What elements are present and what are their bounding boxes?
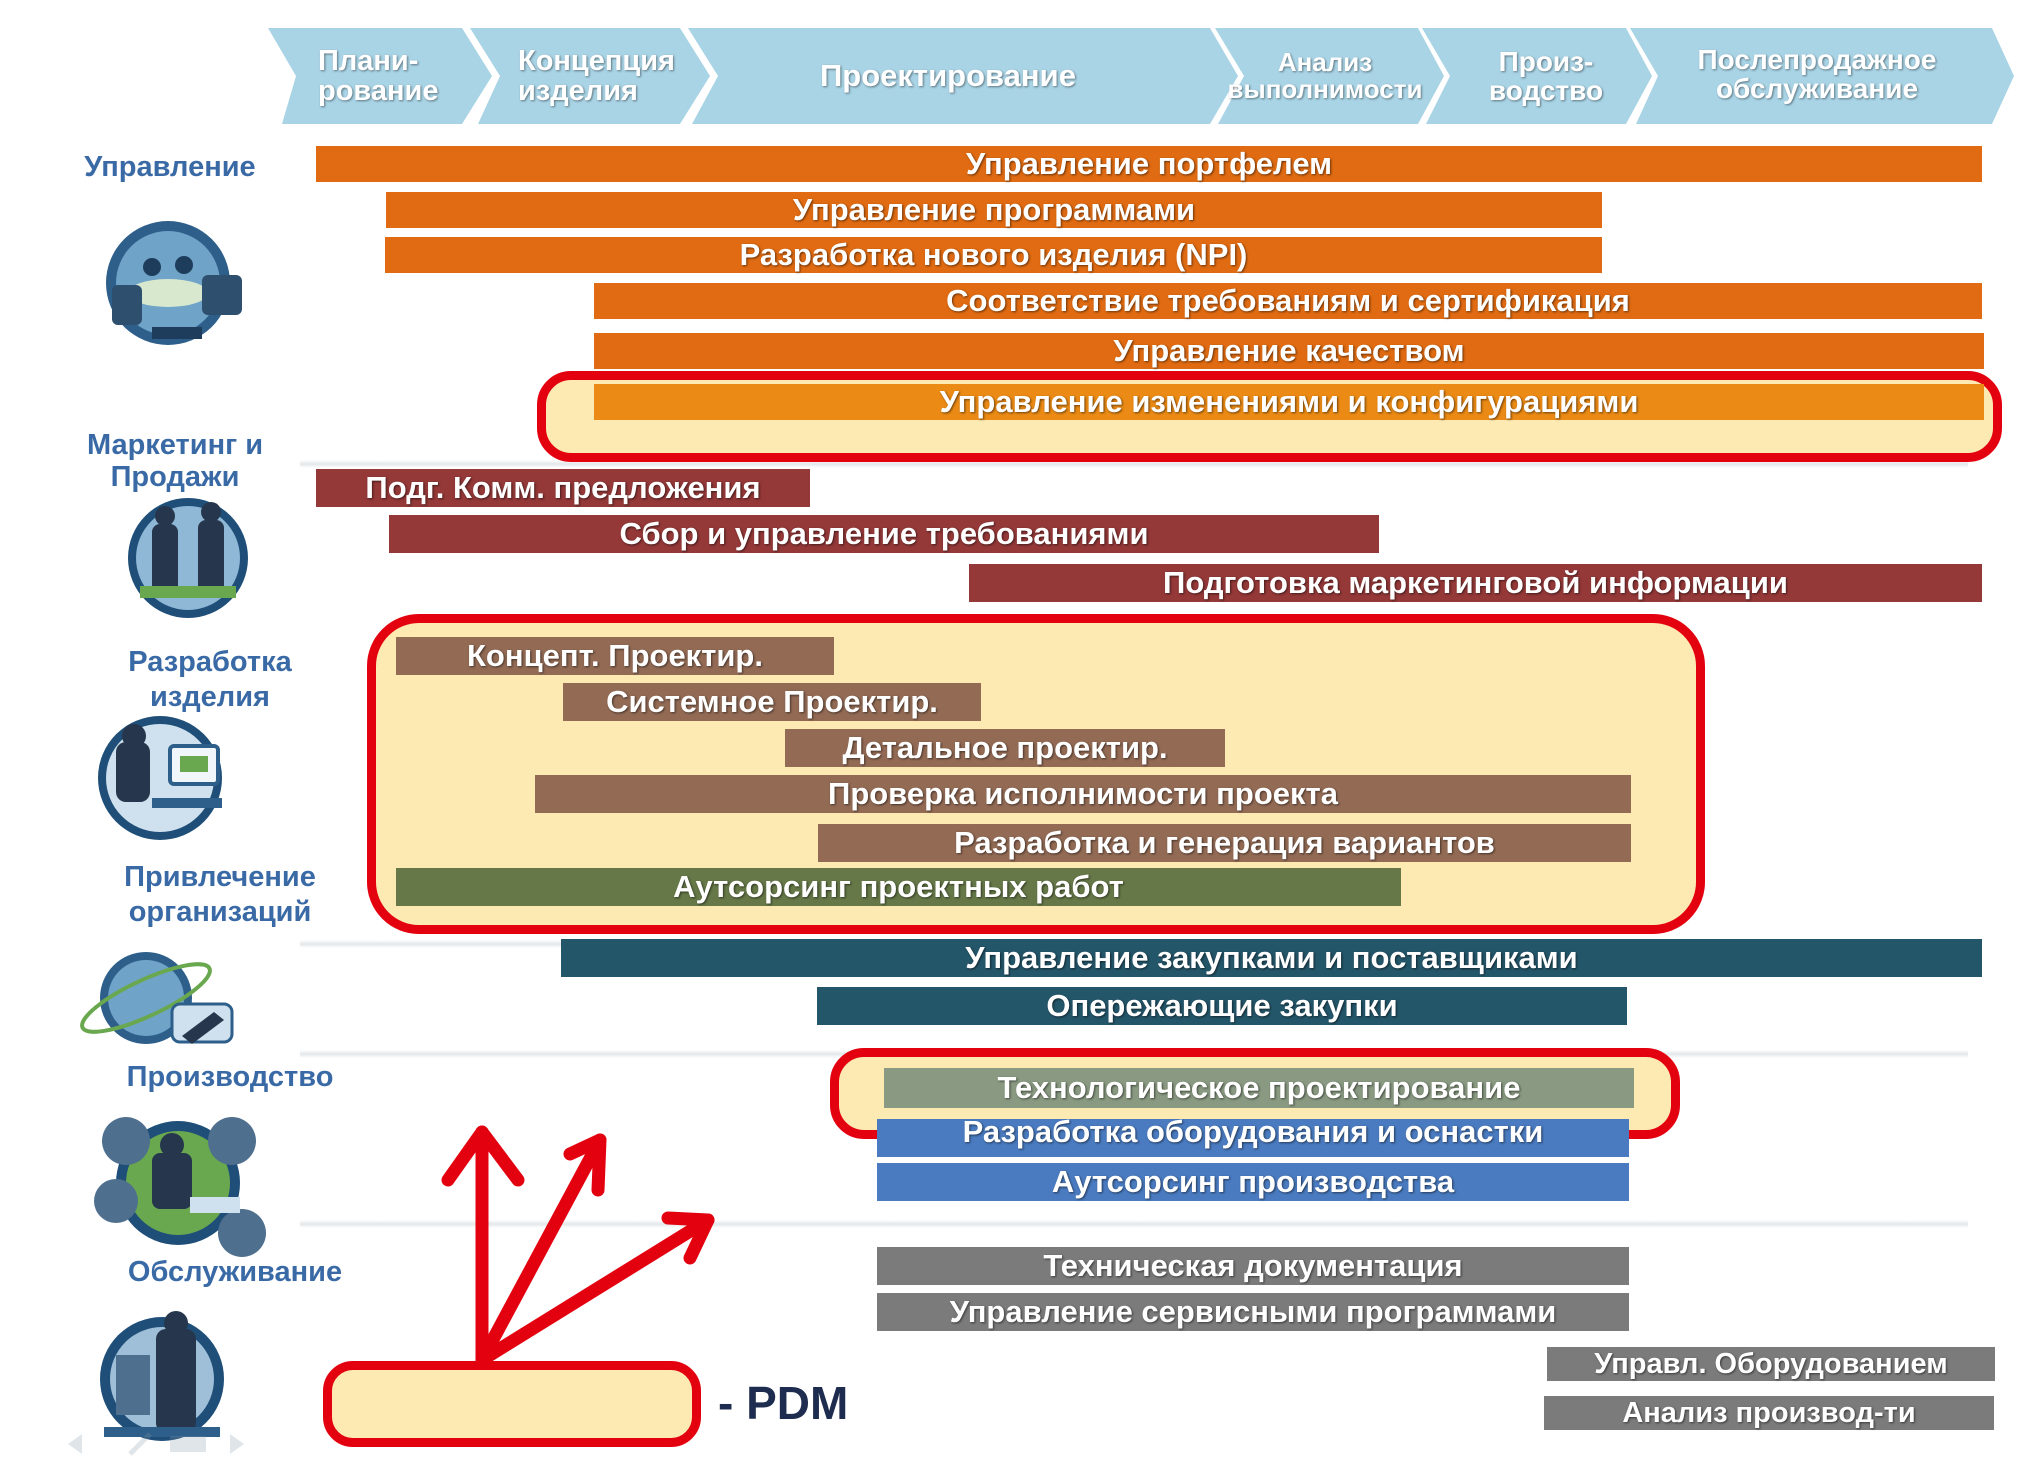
bar-system-design: Системное Проектир. (563, 683, 981, 721)
bar-equipment-management: Управл. Оборудованием (1547, 1347, 1995, 1381)
bar-advance-procurement: Опережающие закупки (817, 987, 1627, 1025)
business-handshake-icon (122, 490, 262, 620)
bar-technical-documentation: Техническая документация (877, 1247, 1629, 1285)
category-label-partner-engagement: Привлечение организаций (100, 860, 340, 930)
category-label-management: Управление (60, 150, 280, 185)
bar-program-management: Управление программами (386, 192, 1602, 228)
bar-compliance-certification: Соответствие требованиям и сертификация (594, 283, 1982, 319)
factory-globe-icon (92, 1113, 272, 1263)
bar-process-planning: Технологическое проектирование (884, 1068, 1634, 1108)
designer-computer-icon (92, 712, 242, 842)
bar-portfolio-management: Управление портфелем (316, 146, 1982, 182)
bar-change-config-management: Управление изменениями и конфигурациями (594, 384, 1984, 420)
phase-label-production: Произ- водство (1466, 28, 1626, 124)
bar-design-outsourcing: Аутсорсинг проектных работ (396, 868, 1401, 906)
phase-label-aftersales: Послепродажное обслуживание (1674, 22, 1960, 126)
globe-partners-icon (74, 940, 244, 1070)
phase-label-design: Проектирование (820, 28, 1076, 124)
phase-label-concept: Концепция изделия (518, 28, 675, 124)
category-label-marketing-sales: Маркетинг и Продажи (60, 430, 290, 494)
bar-service-programs: Управление сервисными программами (877, 1293, 1629, 1331)
bar-production-outsourcing: Аутсорсинг производства (877, 1163, 1629, 1201)
bar-marketing-information: Подготовка маркетинговой информации (969, 564, 1982, 602)
legend-pdm-label: - PDM (718, 1376, 848, 1430)
slide-navigation-icon (60, 1426, 260, 1466)
phase-label-feasibility: Анализ выполнимости (1222, 28, 1428, 124)
bar-productivity-analysis: Анализ производ-ти (1544, 1396, 1994, 1430)
bar-detailed-design: Детальное проектир. (785, 729, 1225, 767)
bar-tooling-development: Разработка оборудования и оснастки (877, 1119, 1629, 1157)
bar-procurement-suppliers: Управление закупками и поставщиками (561, 939, 1982, 977)
bar-concept-design: Концепт. Проектир. (396, 637, 834, 675)
legend-pdm-swatch (323, 1361, 701, 1447)
bar-npi: Разработка нового изделия (NPI) (385, 237, 1602, 273)
bar-quality-management: Управление качеством (594, 333, 1984, 369)
bar-design-feasibility-check: Проверка исполнимости проекта (535, 775, 1631, 813)
category-label-product-development: Разработка изделия (100, 645, 320, 715)
bar-variant-generation: Разработка и генерация вариантов (818, 824, 1631, 862)
phase-label-planning: Плани- рование (318, 28, 438, 124)
meeting-globe-icon (92, 215, 262, 355)
bar-commercial-proposals: Подг. Комм. предложения (316, 469, 810, 507)
bar-requirements-management: Сбор и управление требованиями (389, 515, 1379, 553)
